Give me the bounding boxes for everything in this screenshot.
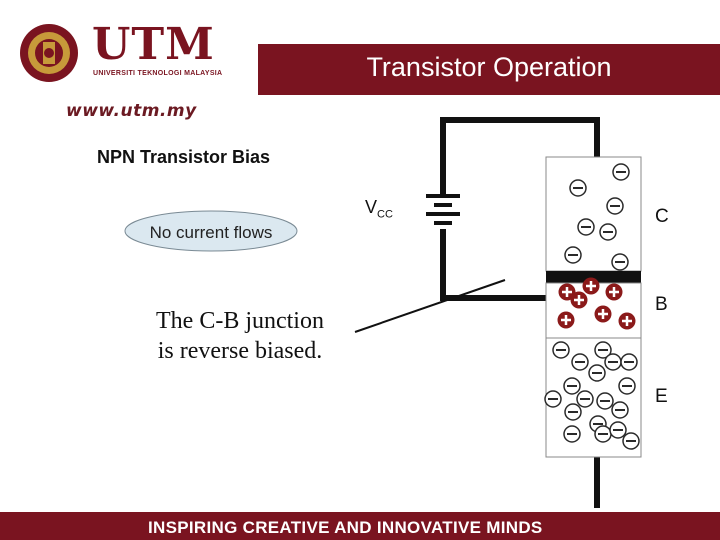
electron-minus-icon bbox=[544, 390, 562, 408]
electron-minus-icon bbox=[612, 163, 630, 181]
electron-minus-icon bbox=[622, 432, 640, 450]
vcc-label-main: V bbox=[365, 197, 378, 217]
junction-note-line2: is reverse biased. bbox=[157, 338, 323, 364]
utm-seal-icon bbox=[20, 24, 78, 82]
logo-text: UTM bbox=[92, 19, 215, 70]
junction-note: The C-B junction is reverse biased. bbox=[120, 306, 360, 366]
electron-minus-icon bbox=[577, 218, 595, 236]
footer-slogan: INSPIRING CREATIVE AND INNOVATIVE MINDS bbox=[148, 518, 543, 537]
emitter-label: E bbox=[655, 386, 668, 407]
electron-minus-icon bbox=[564, 246, 582, 264]
electron-minus-icon bbox=[552, 341, 570, 359]
hole-plus-icon bbox=[605, 283, 623, 301]
electron-minus-icon bbox=[564, 403, 582, 421]
electron-minus-icon bbox=[606, 197, 624, 215]
electron-minus-icon bbox=[571, 353, 589, 371]
electron-minus-icon bbox=[569, 179, 587, 197]
pointer-line bbox=[354, 279, 506, 333]
base-label: B bbox=[655, 294, 668, 315]
vcc-label-sub: CC bbox=[377, 208, 393, 221]
electron-minus-icon bbox=[599, 223, 617, 241]
electron-minus-icon bbox=[563, 377, 581, 395]
hole-plus-icon bbox=[558, 283, 576, 301]
title-bar bbox=[258, 44, 720, 95]
hole-plus-icon bbox=[594, 305, 612, 323]
status-bubble-text: No current flows bbox=[150, 223, 273, 242]
electron-minus-icon bbox=[563, 425, 581, 443]
electron-minus-icon bbox=[618, 377, 636, 395]
left-wire-lower bbox=[440, 229, 549, 301]
electron-minus-icon bbox=[576, 390, 594, 408]
hole-plus-icon bbox=[570, 291, 588, 309]
hole-plus-icon bbox=[618, 312, 636, 330]
electron-minus-icon bbox=[620, 353, 638, 371]
electron-minus-icon bbox=[596, 392, 614, 410]
battery-icon bbox=[426, 194, 460, 225]
electron-minus-icon bbox=[611, 253, 629, 271]
slide-title: Transistor Operation bbox=[366, 52, 612, 82]
electron-minus-icon bbox=[604, 353, 622, 371]
junction-bar bbox=[546, 271, 641, 283]
electron-minus-icon bbox=[611, 401, 629, 419]
electron-minus-icon bbox=[594, 425, 612, 443]
hole-plus-icon bbox=[582, 277, 600, 295]
electron-minus-icon bbox=[609, 421, 627, 439]
site-url: www.utm.my bbox=[66, 101, 197, 121]
logo-subtitle: UNIVERSITI TEKNOLOGI MALAYSIA bbox=[93, 70, 223, 77]
hole-plus-icon bbox=[557, 311, 575, 329]
electron-minus-icon bbox=[594, 341, 612, 359]
junction-note-line1: The C-B junction bbox=[156, 308, 324, 334]
collector-label: C bbox=[655, 206, 669, 227]
footer-bar bbox=[0, 512, 720, 540]
vcc-label: VCC bbox=[365, 197, 393, 221]
diagram-subtitle: NPN Transistor Bias bbox=[97, 147, 271, 167]
electron-minus-icon bbox=[588, 364, 606, 382]
status-bubble bbox=[124, 210, 298, 252]
top-wire bbox=[440, 117, 600, 160]
